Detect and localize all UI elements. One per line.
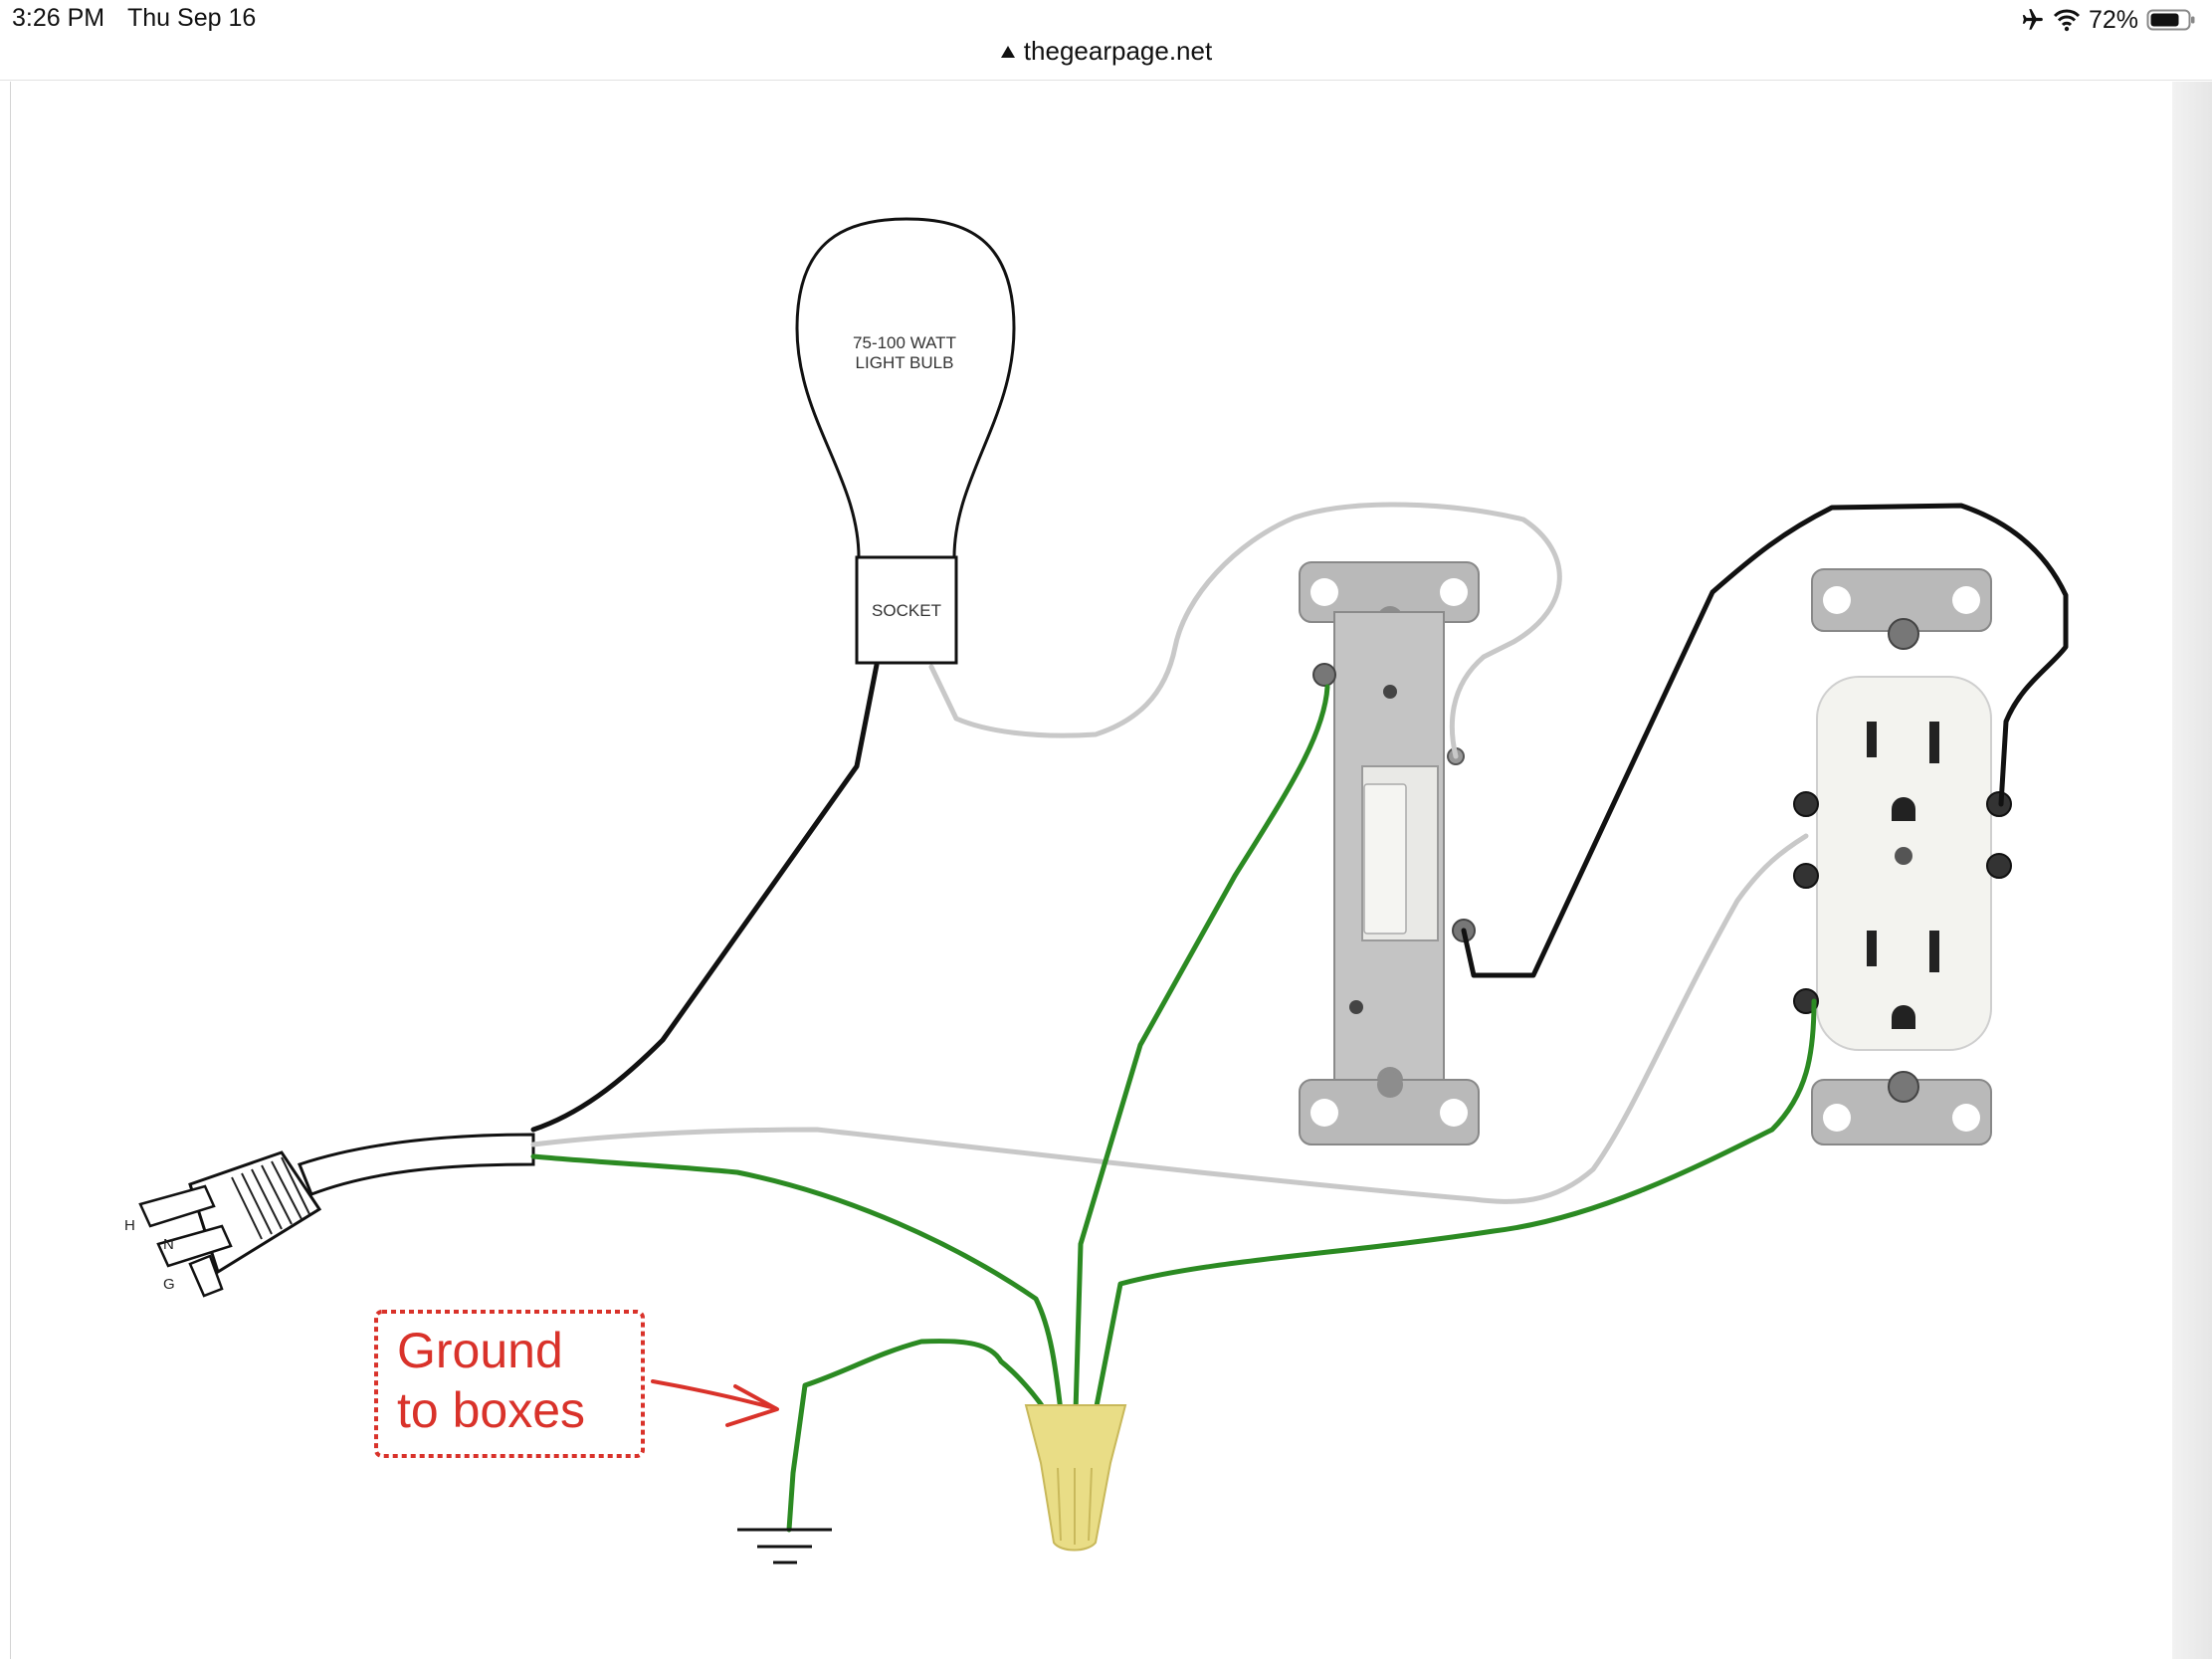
socket: SOCKET	[855, 555, 958, 665]
plug-cord	[298, 1133, 535, 1196]
airplane-icon	[2022, 9, 2043, 30]
wire-nut	[1024, 1404, 1127, 1552]
ground-wires	[530, 684, 1817, 1533]
url-text: thegearpage.net	[1023, 36, 1213, 66]
callout-line2: to boxes	[397, 1382, 585, 1438]
light-bulb: 75-100 WATT LIGHT BULB	[795, 217, 1016, 558]
plug: H N G	[124, 1150, 322, 1298]
url-display[interactable]: thegearpage.net	[1000, 36, 1212, 67]
callout-arrow	[651, 1379, 779, 1427]
wifi-icon	[2053, 9, 2081, 32]
plug-label-h: H	[124, 1217, 135, 1234]
callout-line1: Ground	[397, 1323, 563, 1378]
status-bar: 3:26 PM Thu Sep 16 72%	[0, 0, 2212, 81]
up-triangle-icon	[1000, 45, 1015, 58]
wiring-diagram: 75-100 WATT LIGHT BULB SOCKET H	[124, 217, 2069, 1564]
adjacent-page-edge	[2172, 82, 2212, 1659]
plug-label-n: N	[163, 1236, 174, 1253]
status-indicators: 72%	[2019, 4, 2196, 36]
plug-label-g: G	[163, 1276, 175, 1293]
url-bar[interactable]: thegearpage.net	[0, 36, 2212, 72]
web-content: 75-100 WATT LIGHT BULB SOCKET H	[10, 82, 2173, 1659]
status-date: Thu Sep 16	[127, 4, 257, 32]
hot-wires	[530, 503, 2069, 1133]
socket-label: SOCKET	[872, 601, 941, 620]
bulb-label-line1: 75-100 WATT	[853, 333, 956, 352]
bulb-label-line2: LIGHT BULB	[856, 353, 954, 372]
light-switch	[1299, 561, 1480, 1145]
neutral-wires	[530, 502, 1809, 1204]
earth-ground-icon	[737, 1528, 832, 1564]
battery-icon	[2146, 9, 2195, 31]
status-time: 3:26 PM	[12, 4, 105, 32]
ground-callout: Ground to boxes	[374, 1310, 645, 1458]
duplex-receptacle	[1793, 568, 2012, 1145]
battery-percent: 72%	[2088, 5, 2138, 34]
